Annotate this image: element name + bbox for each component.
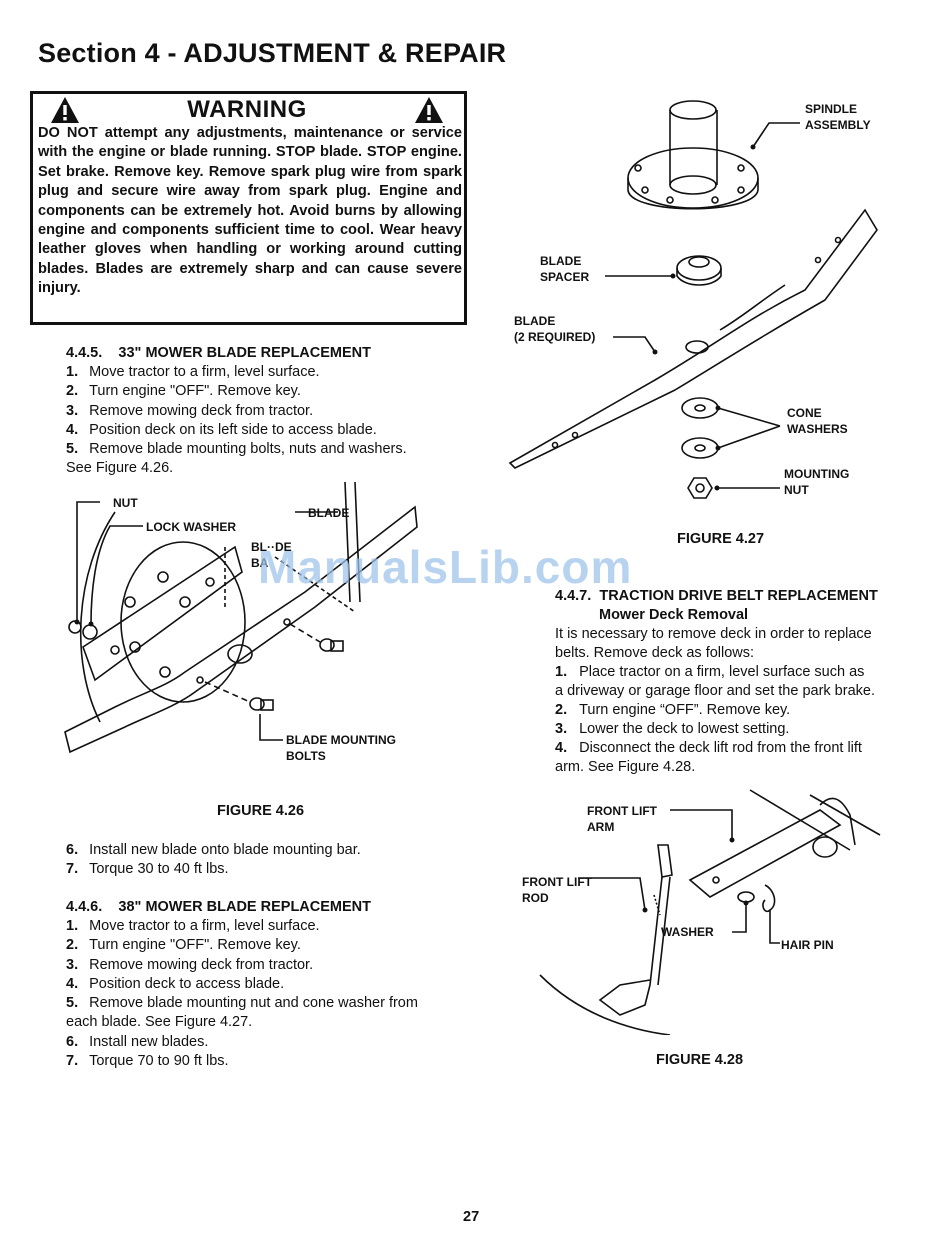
warning-box: WARNING DO NOT attempt any adjustments, … (30, 91, 467, 325)
list-item: 1.Place tractor on a firm, level surface… (555, 664, 865, 680)
figure-4-27-caption: FIGURE 4.27 (677, 531, 765, 547)
figure-4-26-illustration (64, 482, 418, 754)
list-item: 3.Remove mowing deck from tractor. (66, 402, 314, 419)
list-item: 1.Move tractor to a firm, level surface. (66, 364, 320, 380)
section-445-heading: 4.4.5. 33" MOWER BLADE REPLACEMENT (66, 345, 371, 361)
warning-text: DO NOT attempt any adjustments, maintena… (38, 125, 462, 297)
label-rod: ROD (522, 891, 549, 905)
label-washer: WASHER (661, 925, 714, 939)
list-item: 5.Remove blade mounting nut and cone was… (66, 995, 418, 1012)
section-446-title: 38" MOWER BLADE REPLACEMENT (118, 899, 371, 915)
label-cone: CONE (787, 406, 822, 420)
label-blade-bar-1: BL··DE (251, 540, 292, 554)
list-item: 3.Lower the deck to lowest setting. (555, 721, 790, 737)
warning-triangle-icon (415, 97, 443, 123)
list-item: 7.Torque 70 to 90 ft lbs. (66, 1053, 229, 1070)
list-item: 4.Position deck to access blade. (66, 975, 285, 992)
label-2-required: (2 REQUIRED) (514, 330, 596, 344)
list-item: 6.Install new blades. (66, 1033, 209, 1050)
label-blade: BLADE (308, 506, 350, 520)
list-item-continuation: arm. See Figure 4.28. (555, 759, 696, 775)
list-item: 4.Disconnect the deck lift rod from the … (555, 740, 862, 756)
label-arm: ARM (587, 820, 615, 834)
label-nut: NUT (113, 496, 138, 510)
section-447-body: It is necessary to remove deck in order … (555, 625, 915, 777)
section-447-title: TRACTION DRIVE BELT REPLACEMENT (599, 588, 878, 604)
figure-4-28-illustration (539, 789, 881, 1035)
list-item-continuation: each blade. See Figure 4.27. (66, 1014, 253, 1031)
warning-header: WARNING (38, 94, 462, 126)
section-445-steps: 1.Move tractor to a firm, level surface.… (66, 363, 407, 479)
list-item: 5.Remove blade mounting bolts, nuts and … (66, 441, 407, 458)
section-title: Section 4 - ADJUSTMENT & REPAIR (38, 38, 507, 68)
page-number: 27 (463, 1209, 480, 1225)
label-blade-427: BLADE (514, 314, 556, 328)
section-447-number: 4.4.7. (555, 588, 592, 604)
intro-line: belts. Remove deck as follows: (555, 645, 755, 661)
label-washers: WASHERS (787, 422, 848, 436)
label-mounting: MOUNTING (784, 467, 850, 481)
figure-4-27-illustration (508, 100, 878, 499)
section-446-number: 4.4.6. (66, 899, 103, 915)
list-item: 2.Turn engine "OFF". Remove key. (66, 383, 301, 400)
section-446-heading: 4.4.6. 38" MOWER BLADE REPLACEMENT (66, 899, 371, 915)
intro-line: It is necessary to remove deck in order … (555, 626, 872, 642)
label-blade-mounting: BLADE MOUNTING (286, 733, 396, 747)
label-lock-washer: LOCK WASHER (146, 520, 236, 534)
section-447-heading: 4.4.7. TRACTION DRIVE BELT REPLACEMENT (555, 588, 878, 604)
label-nut-427: NUT (784, 483, 809, 497)
figure-4-28-caption: FIGURE 4.28 (656, 1052, 744, 1068)
list-item: 6.Install new blade onto blade mounting … (66, 842, 361, 858)
watermark: ManualsLib.com (258, 541, 633, 593)
label-blade-spacer-1: BLADE (540, 254, 582, 268)
list-item: 4.Position deck on its left side to acce… (66, 421, 377, 438)
label-bolts: BOLTS (286, 749, 326, 763)
list-item: 7.Torque 30 to 40 ft lbs. (66, 861, 229, 878)
list-item: 2.Turn engine "OFF". Remove key. (66, 937, 301, 954)
section-445-title: 33" MOWER BLADE REPLACEMENT (118, 345, 371, 361)
list-item-continuation: a driveway or garage floor and set the p… (555, 683, 875, 699)
see-figure-text: See Figure 4.26. (66, 460, 174, 477)
label-front-lift-arm-1: FRONT LIFT (587, 804, 657, 818)
label-assembly: ASSEMBLY (805, 118, 871, 132)
figure-4-26-caption: FIGURE 4.26 (217, 803, 305, 819)
label-front-lift-rod-1: FRONT LIFT (522, 875, 592, 889)
warning-title: WARNING (187, 96, 307, 123)
label-hair-pin: HAIR PIN (781, 938, 834, 952)
warning-triangle-icon (51, 97, 79, 123)
list-item: 1.Move tractor to a firm, level surface. (66, 918, 320, 934)
list-item: 3.Remove mowing deck from tractor. (66, 956, 314, 973)
section-445-steps-after: 6.Install new blade onto blade mounting … (66, 841, 361, 880)
label-blade-spacer-2: SPACER (540, 270, 590, 284)
list-item: 2.Turn engine “OFF”. Remove key. (555, 702, 791, 718)
label-blade-bar-2: BA (251, 556, 269, 570)
section-446-steps: 1.Move tractor to a firm, level surface.… (66, 917, 418, 1071)
label-spindle: SPINDLE (805, 102, 858, 116)
section-447-subtitle: Mower Deck Removal (599, 607, 749, 623)
section-445-number: 4.4.5. (66, 345, 103, 361)
